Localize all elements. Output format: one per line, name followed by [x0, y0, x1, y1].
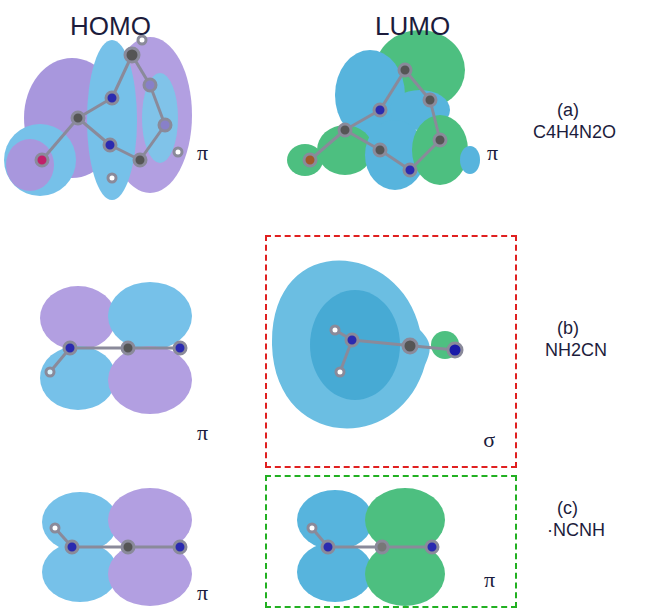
- dashed-highlight-box: σ: [265, 235, 517, 468]
- molecule-c-homo: [51, 524, 186, 553]
- lumo-c-orbital: [297, 488, 445, 606]
- caption-label: HOMO: [70, 12, 151, 42]
- caption-label: ·NCNH: [547, 520, 605, 541]
- caption-label: C4H4N2O: [533, 122, 616, 143]
- caption-label: (b): [557, 318, 579, 339]
- molecule-b-lumo: [331, 326, 462, 376]
- molecule-a-homo: [36, 36, 182, 182]
- lumo-a-orbital: [287, 30, 480, 190]
- homo-b-orbital: [40, 282, 192, 414]
- lumo-b-orbital: [272, 261, 459, 429]
- orbital-symmetry: σ: [483, 427, 495, 452]
- caption-label: LUMO: [375, 12, 450, 42]
- orbital-symmetry: π: [197, 420, 208, 445]
- homo-a-orbital: [4, 37, 192, 200]
- dashed-highlight-box: π: [265, 475, 517, 608]
- orbital-symmetry: π: [487, 140, 498, 165]
- orbital-symmetry: π: [197, 580, 208, 605]
- caption-label: (a): [557, 100, 579, 121]
- orbital-symmetry: π: [197, 140, 208, 165]
- homo-c-orbital: [42, 488, 192, 606]
- orbital-symmetry: π: [484, 567, 495, 592]
- caption-label: NH2CN: [545, 340, 607, 361]
- caption-label: (c): [557, 498, 578, 519]
- molecule-c-lumo: [308, 524, 438, 553]
- molecule-a-lumo: [304, 64, 446, 176]
- molecule-b-homo: [46, 342, 186, 376]
